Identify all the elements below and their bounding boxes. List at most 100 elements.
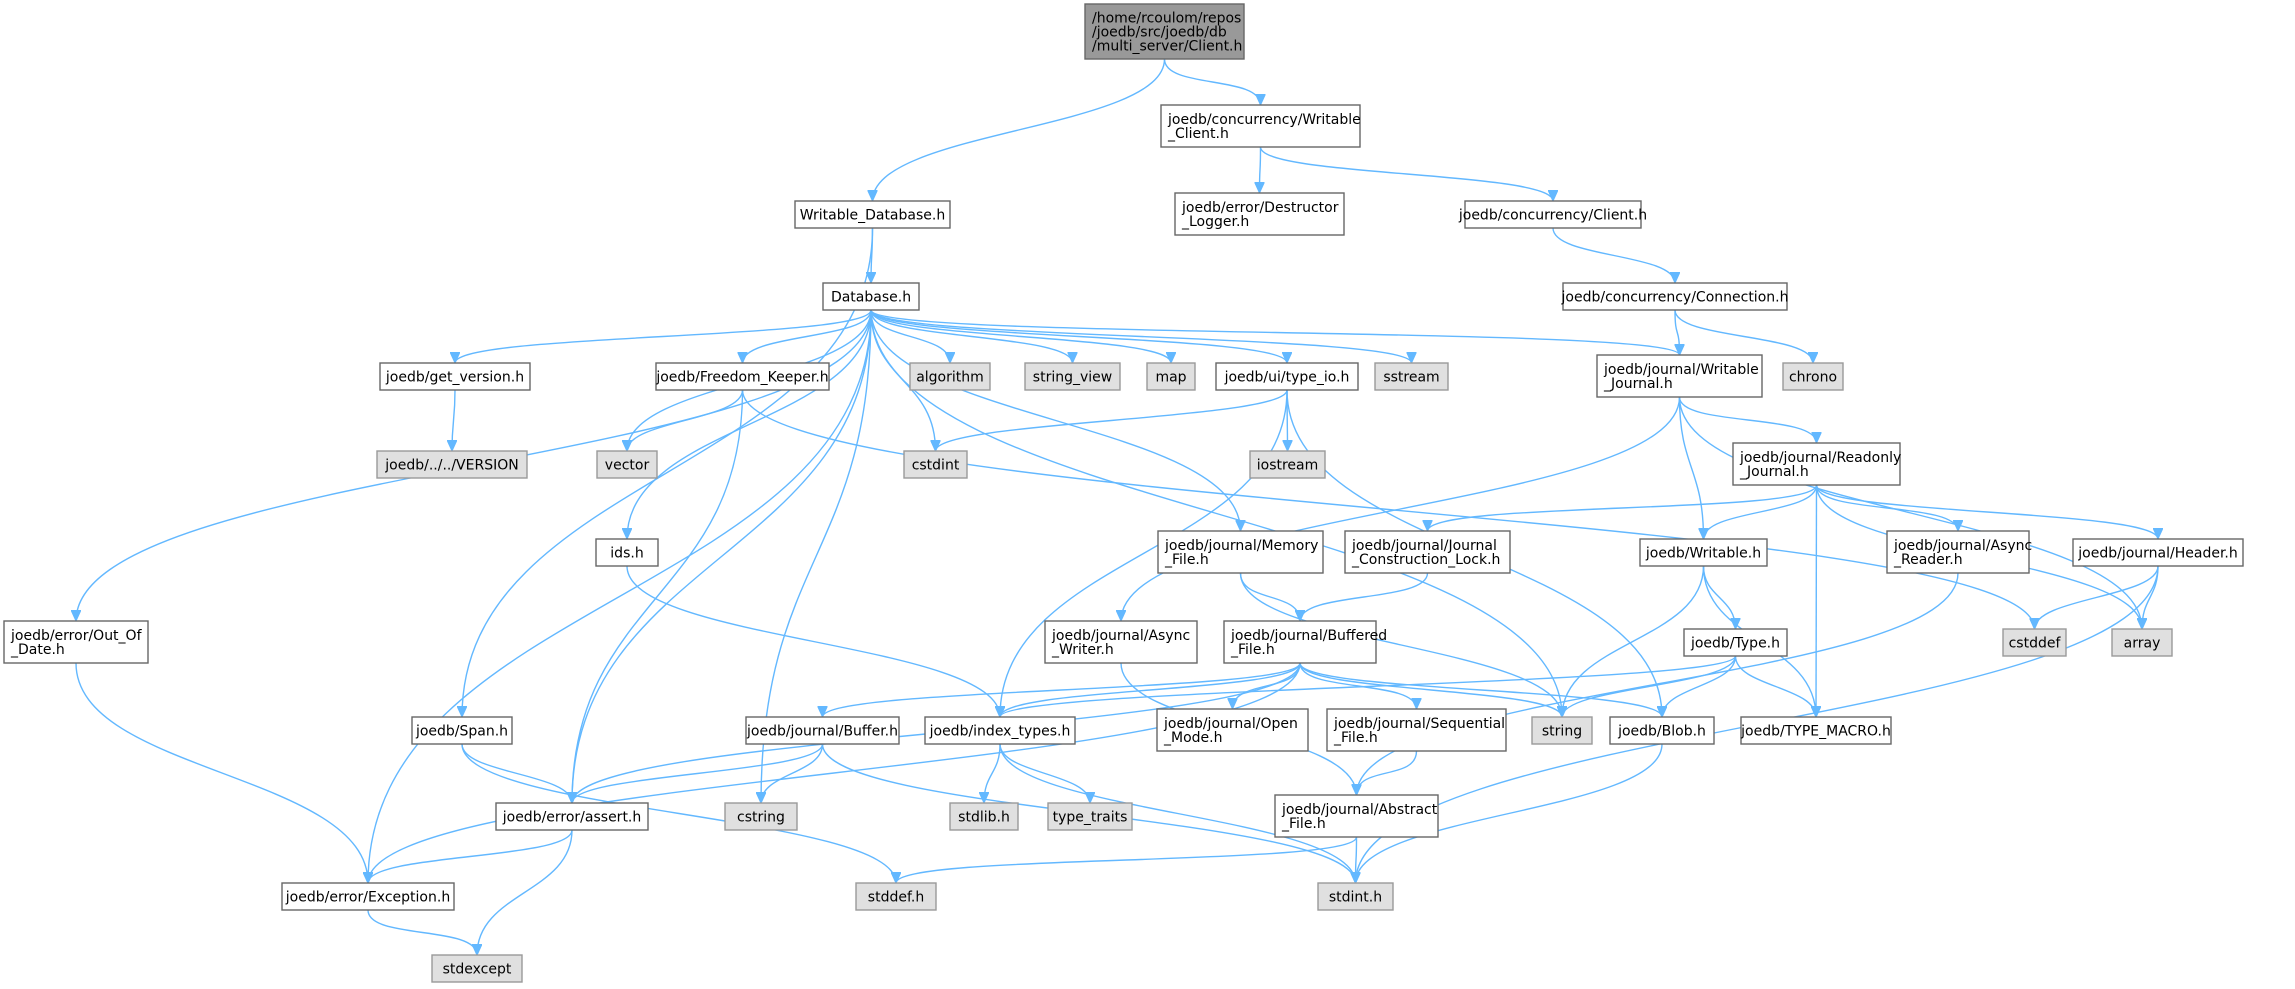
edge-readonly-journal-to-async-reader (1815, 484, 1959, 531)
edge-buffered-file-to-blob (1299, 662, 1662, 717)
edge-get-version-to-version-file (452, 389, 455, 451)
node-cstdint[interactable]: cstdint (903, 450, 968, 479)
node-type-traits[interactable]: type_traits (1047, 802, 1133, 831)
node-label-line: _File.h (1333, 730, 1378, 746)
node-label-line: joedb/error/Out_Of (10, 628, 143, 644)
edge-abstract-file-to-stdint (1356, 836, 1357, 883)
node-client[interactable]: /home/rcoulom/repos/joedb/src/joedb/db/m… (1084, 3, 1245, 60)
node-box (376, 450, 528, 479)
node-header[interactable]: joedb/journal/Header.h (2072, 538, 2244, 567)
edge-database-to-map (870, 309, 1171, 363)
node-string[interactable]: string (1531, 716, 1593, 745)
node-string-view[interactable]: string_view (1024, 362, 1121, 391)
node-open-mode[interactable]: joedb/journal/Open_Mode.h (1156, 708, 1309, 752)
node-stdlib[interactable]: stdlib.h (949, 802, 1019, 831)
node-stdint[interactable]: stdint.h (1317, 882, 1394, 911)
node-connection[interactable]: joedb/concurrency/Connection.h (1561, 282, 1789, 311)
node-construction-lock[interactable]: joedb/journal/Journal_Construction_Lock.… (1344, 530, 1511, 574)
node-label: cstddef (2009, 636, 2062, 652)
node-iostream[interactable]: iostream (1249, 450, 1326, 479)
node-label-line: _Journal.h (1603, 376, 1673, 392)
node-type-io[interactable]: joedb/ui/type_io.h (1215, 362, 1359, 391)
node-sstream[interactable]: sstream (1374, 362, 1449, 391)
edge-index-types-to-stdlib (984, 743, 1001, 803)
node-get-version[interactable]: joedb/get_version.h (379, 362, 531, 391)
edge-buffer-to-assert (572, 743, 824, 803)
node-box (596, 450, 658, 479)
node-database[interactable]: Database.h (822, 282, 920, 311)
node-label-line: _Logger.h (1181, 214, 1249, 230)
node-destructor-logger[interactable]: joedb/error/Destructor_Logger.h (1174, 192, 1345, 236)
edge-freedom-keeper-to-vector (627, 389, 744, 451)
edge-buffered-file-to-index-types (1000, 662, 1301, 717)
node-index-types[interactable]: joedb/index_types.h (924, 716, 1076, 745)
node-out-of-date[interactable]: joedb/error/Out_Of_Date.h (3, 620, 149, 664)
node-box (281, 882, 455, 911)
node-async-reader[interactable]: joedb/journal/Async_Reader.h (1886, 530, 2032, 574)
node-sequential-file[interactable]: joedb/journal/Sequential_File.h (1326, 708, 1507, 752)
node-box (1326, 708, 1507, 752)
node-label-line: _Construction_Lock.h (1351, 552, 1500, 568)
node-freedom-keeper[interactable]: joedb/Freedom_Keeper.h (655, 362, 830, 391)
node-box (1639, 538, 1768, 567)
node-buffered-file[interactable]: joedb/journal/Buffered_File.h (1223, 620, 1387, 664)
node-writable-journal[interactable]: joedb/journal/Writable_Journal.h (1596, 354, 1763, 398)
node-writable-database[interactable]: Writable_Database.h (794, 200, 951, 229)
edge-buffered-file-to-exception (368, 662, 1301, 883)
node-type-macro[interactable]: joedb/TYPE_MACRO.h (1740, 716, 1892, 745)
node-label: joedb/journal/Open_Mode.h (1163, 716, 1298, 746)
node-label: joedb/error/assert.h (502, 810, 642, 826)
node-label-line: joedb/journal/Async (1051, 628, 1190, 644)
node-label: joedb/journal/Readonly_Journal.h (1739, 450, 1901, 480)
node-box (2111, 628, 2173, 657)
node-array[interactable]: array (2111, 628, 2173, 657)
edge-assert-to-stdexcept (477, 829, 573, 955)
node-algorithm[interactable]: algorithm (909, 362, 991, 391)
edge-span-to-stddef (461, 743, 896, 883)
node-async-writer[interactable]: joedb/journal/Async_Writer.h (1044, 620, 1198, 664)
node-label: joedb/error/Out_Of_Date.h (10, 628, 143, 658)
node-type[interactable]: joedb/Type.h (1683, 628, 1788, 657)
node-stddef[interactable]: stddef.h (855, 882, 937, 911)
edge-memory-file-to-string (1239, 572, 1563, 717)
edge-header-to-cstddef (2035, 565, 2159, 629)
edge-database-to-type-io (870, 309, 1287, 363)
node-label-line: sstream (1383, 370, 1439, 386)
node-assert[interactable]: joedb/error/assert.h (495, 802, 649, 831)
node-map[interactable]: map (1146, 362, 1196, 391)
node-version-file[interactable]: joedb/../../VERSION (376, 450, 528, 479)
edge-database-to-assert (572, 309, 872, 803)
node-exception[interactable]: joedb/error/Exception.h (281, 882, 455, 911)
node-writable[interactable]: joedb/Writable.h (1639, 538, 1768, 567)
node-vector[interactable]: vector (596, 450, 658, 479)
node-label-line: joedb/journal/Abstract (1281, 802, 1438, 818)
edge-freedom-keeper-to-assert (572, 389, 744, 803)
node-buffer[interactable]: joedb/journal/Buffer.h (745, 716, 900, 745)
edge-client-to-writable-database (873, 58, 1166, 201)
node-label: joedb/journal/Buffer.h (746, 724, 898, 740)
node-cstring[interactable]: cstring (724, 802, 798, 831)
node-ids[interactable]: ids.h (595, 538, 659, 567)
edge-database-to-cstring (761, 309, 872, 803)
node-label: string_view (1033, 370, 1112, 386)
node-label-line: joedb/ui/type_io.h (1224, 370, 1350, 386)
node-span[interactable]: joedb/Span.h (411, 716, 513, 745)
node-writable-client[interactable]: joedb/concurrency/Writable_Client.h (1160, 104, 1361, 148)
node-blob[interactable]: joedb/Blob.h (1609, 716, 1715, 745)
node-readonly-journal[interactable]: joedb/journal/Readonly_Journal.h (1732, 442, 1901, 486)
node-abstract-file[interactable]: joedb/journal/Abstract_File.h (1274, 794, 1439, 838)
node-box (495, 802, 649, 831)
node-label-line: _Mode.h (1163, 730, 1222, 746)
node-stdexcept[interactable]: stdexcept (431, 954, 523, 983)
node-box (1160, 104, 1361, 148)
node-concurrency-client[interactable]: joedb/concurrency/Client.h (1458, 200, 1647, 229)
node-box (1344, 530, 1511, 574)
node-chrono[interactable]: chrono (1782, 362, 1844, 391)
node-label-line: stdexcept (443, 962, 512, 978)
node-label-line: joedb/get_version.h (385, 370, 524, 386)
node-label: joedb/error/Exception.h (285, 890, 450, 906)
node-box (1174, 192, 1345, 236)
node-cstddef[interactable]: cstddef (2002, 628, 2067, 657)
node-label: iostream (1257, 458, 1319, 474)
node-memory-file[interactable]: joedb/journal/Memory_File.h (1157, 530, 1324, 574)
